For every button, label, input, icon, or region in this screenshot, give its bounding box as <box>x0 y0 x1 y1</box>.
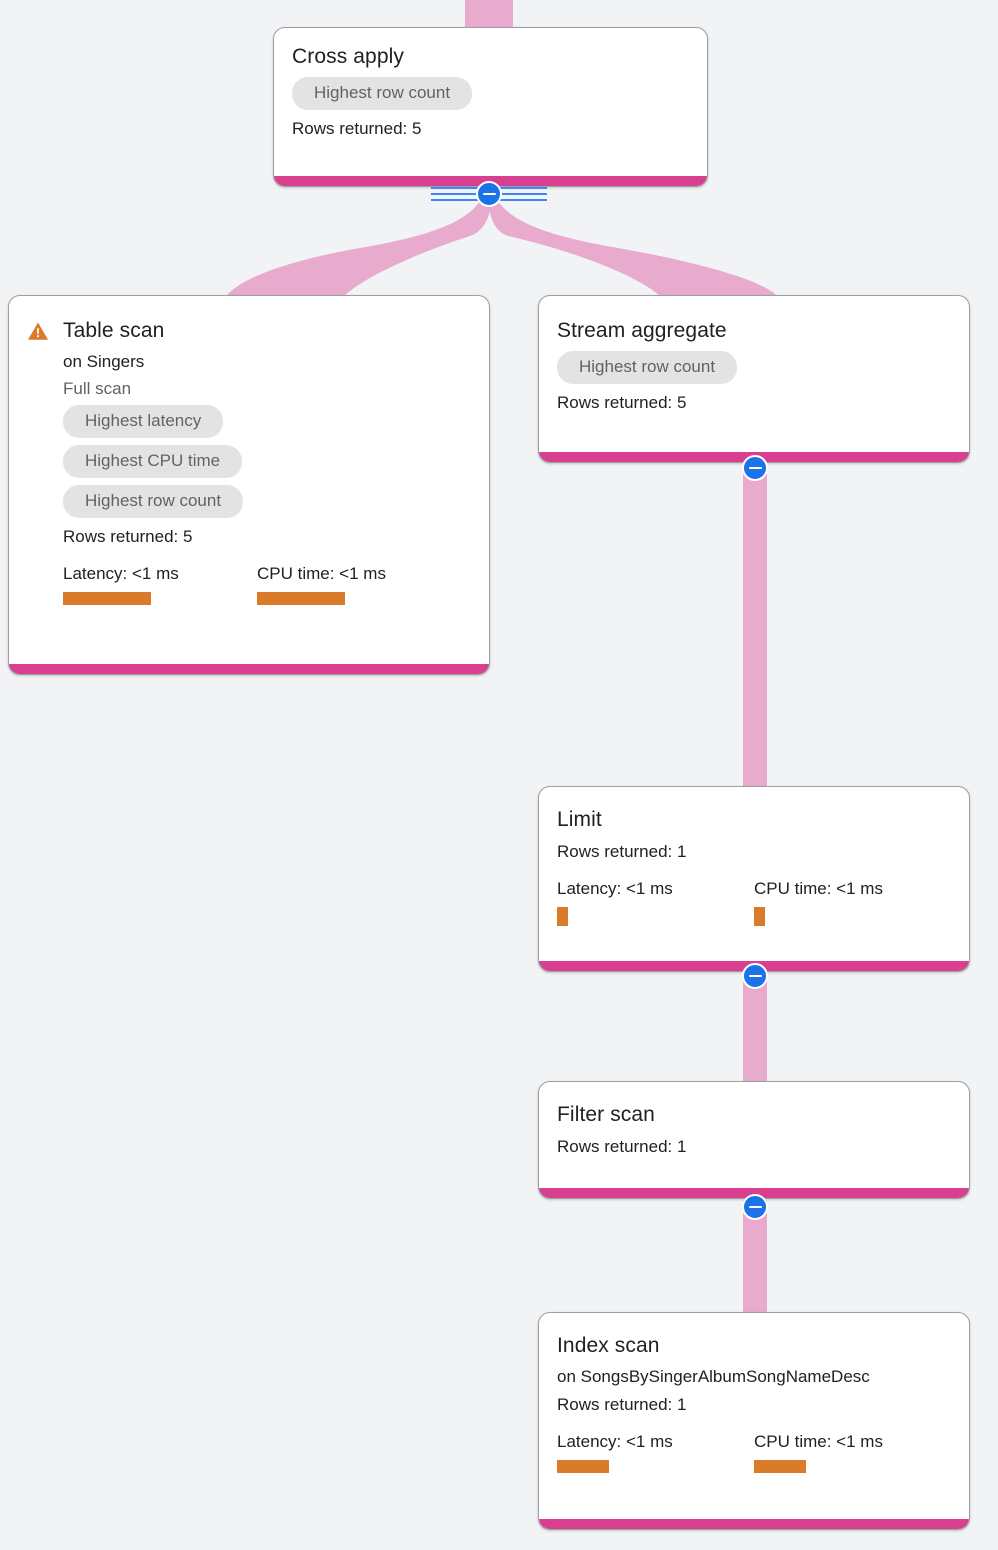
chip-highest-row-count[interactable]: Highest row count <box>292 77 473 110</box>
minus-icon <box>748 974 762 978</box>
metric-latency-label: Latency: <1 ms <box>63 564 179 583</box>
edge-cross-apply-to-table-scan <box>224 196 492 300</box>
node-title: Table scan <box>63 319 165 342</box>
node-metrics: Latency: <1 ms CPU time: <1 ms <box>557 878 951 926</box>
metric-cpu-time-bar <box>257 592 345 605</box>
collapse-toggle-stream-aggregate[interactable] <box>742 455 768 481</box>
node-body: Filter scan Rows returned: 1 <box>539 1082 969 1188</box>
node-cross-apply[interactable]: Cross apply Highest row count Rows retur… <box>273 27 708 187</box>
chip-highest-row-count[interactable]: Highest row count <box>63 485 244 518</box>
minus-icon <box>482 192 496 196</box>
node-title-row: Table scan <box>27 316 164 346</box>
node-filter-scan[interactable]: Filter scan Rows returned: 1 <box>538 1081 970 1199</box>
node-title: Index scan <box>557 1334 660 1357</box>
node-accent-bar <box>539 1519 969 1529</box>
node-title-row: Index scan <box>557 1331 660 1361</box>
metric-latency-bar <box>557 907 568 926</box>
metric-cpu-time: CPU time: <1 ms <box>754 1431 883 1473</box>
metric-cpu-time: CPU time: <1 ms <box>257 563 386 605</box>
node-limit[interactable]: Limit Rows returned: 1 Latency: <1 ms CP… <box>538 786 970 972</box>
edge-cross-apply-to-stream-aggregate <box>488 196 780 300</box>
metric-latency-label: Latency: <1 ms <box>557 879 673 898</box>
minus-icon <box>748 466 762 470</box>
metric-latency-bar <box>557 1460 609 1473</box>
warning-icon <box>28 322 48 340</box>
node-accent-bar <box>9 664 489 674</box>
node-title: Filter scan <box>557 1103 655 1126</box>
node-index-scan[interactable]: Index scan on SongsBySingerAlbumSongName… <box>538 1312 970 1530</box>
rows-returned: Rows returned: 5 <box>557 393 687 412</box>
node-body: Stream aggregate Highest row count Rows … <box>539 296 969 452</box>
edge-stream-aggregate-to-limit <box>743 462 767 790</box>
rows-returned: Rows returned: 1 <box>557 1137 687 1156</box>
node-scan-type: Full scan <box>63 379 132 398</box>
metric-latency: Latency: <1 ms <box>557 1431 754 1473</box>
node-title-row: Cross apply <box>292 42 404 72</box>
rows-returned: Rows returned: 1 <box>557 842 687 861</box>
node-subtitle: on Singers <box>63 352 145 371</box>
node-title: Limit <box>557 808 602 831</box>
collapse-toggle-filter-scan[interactable] <box>742 1194 768 1220</box>
node-title-row: Stream aggregate <box>557 316 727 346</box>
chip-highest-cpu-time[interactable]: Highest CPU time <box>63 445 243 478</box>
collapse-toggle-limit[interactable] <box>742 963 768 989</box>
metric-latency-label: Latency: <1 ms <box>557 1432 673 1451</box>
metric-cpu-time-label: CPU time: <1 ms <box>257 564 386 583</box>
node-title-row: Limit <box>557 805 602 835</box>
node-body: Limit Rows returned: 1 Latency: <1 ms CP… <box>539 787 969 961</box>
node-subtitle: on SongsBySingerAlbumSongNameDesc <box>557 1367 870 1386</box>
collapse-toggle-cross-apply[interactable] <box>476 181 502 207</box>
node-body: Cross apply Highest row count Rows retur… <box>274 28 707 176</box>
metric-latency-bar <box>63 592 151 605</box>
metric-cpu-time-bar <box>754 907 765 926</box>
metric-cpu-time-bar <box>754 1460 806 1473</box>
rows-returned: Rows returned: 5 <box>292 119 422 138</box>
metric-cpu-time-label: CPU time: <1 ms <box>754 879 883 898</box>
node-body: Index scan on SongsBySingerAlbumSongName… <box>539 1313 969 1519</box>
metric-latency: Latency: <1 ms <box>557 878 754 926</box>
rows-returned: Rows returned: 1 <box>557 1395 687 1414</box>
edge-root-to-cross-apply <box>465 0 513 30</box>
rows-returned: Rows returned: 5 <box>63 527 193 546</box>
node-title-row: Filter scan <box>557 1100 655 1130</box>
node-table-scan[interactable]: Table scan on Singers Full scan Highest … <box>8 295 490 675</box>
node-title: Cross apply <box>292 45 404 68</box>
metric-cpu-time-label: CPU time: <1 ms <box>754 1432 883 1451</box>
node-body: Table scan on Singers Full scan Highest … <box>9 296 489 664</box>
node-accent-bar <box>539 1188 969 1198</box>
metric-latency: Latency: <1 ms <box>63 563 257 605</box>
node-metrics: Latency: <1 ms CPU time: <1 ms <box>557 1431 951 1473</box>
node-stream-aggregate[interactable]: Stream aggregate Highest row count Rows … <box>538 295 970 463</box>
chip-highest-latency[interactable]: Highest latency <box>63 405 224 438</box>
chip-highest-row-count[interactable]: Highest row count <box>557 351 738 384</box>
node-metrics: Latency: <1 ms CPU time: <1 ms <box>63 563 489 605</box>
minus-icon <box>748 1205 762 1209</box>
node-title: Stream aggregate <box>557 319 727 342</box>
metric-cpu-time: CPU time: <1 ms <box>754 878 883 926</box>
